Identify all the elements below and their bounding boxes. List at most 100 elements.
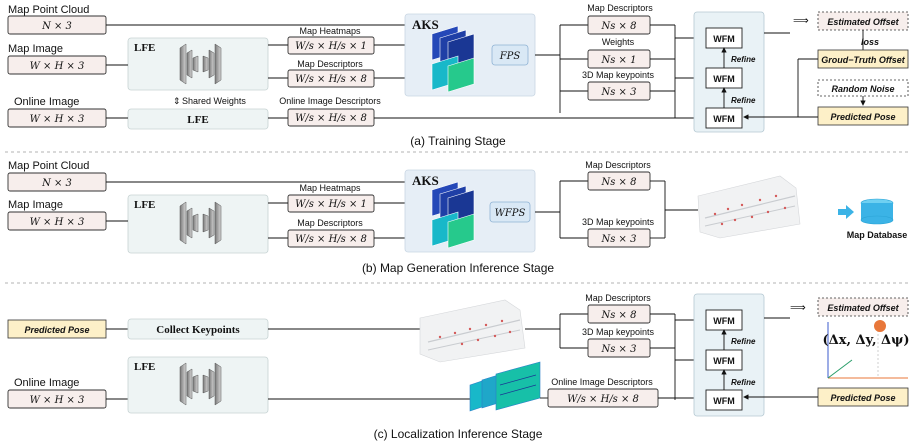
loc-map-descriptors-dim: Ns × 8 — [601, 310, 637, 321]
random-noise-box — [817, 79, 909, 97]
wfm-label-3: WFM — [713, 114, 735, 124]
loc-online-descriptors-dim: W/s × H/s × 8 — [567, 394, 639, 405]
weights-dim: Ns × 1 — [601, 55, 637, 66]
mapgen-encoder-decoder-icon — [179, 201, 222, 245]
wfm-label-1: WFM — [713, 34, 735, 44]
online-image-descriptors-box — [287, 108, 375, 127]
map-database-icon — [860, 198, 894, 225]
map-heatmaps-dim: W/s × H/s × 1 — [295, 41, 367, 52]
mapgen-heatmaps-dim: W/s × H/s × 1 — [295, 199, 367, 210]
wfps-block — [489, 201, 531, 223]
random-noise-label: Random Noise — [831, 84, 894, 94]
shared-weights-label: Shared Weights — [182, 96, 246, 106]
map-descriptors-mid-box — [287, 69, 375, 88]
mapgen-caption: (b) Map Generation Inference Stage — [362, 261, 554, 275]
map-descriptors-dim: Ns × 8 — [601, 21, 637, 32]
map-image-dim: W × H × 3 — [30, 61, 85, 72]
map-descriptors-label: Map Descriptors — [587, 3, 653, 13]
collect-keypoints-label: Collect Keypoints — [156, 324, 240, 336]
online-image-label: Online Image — [14, 96, 79, 108]
map-point-cloud-dim: N × 3 — [41, 21, 72, 32]
loc-map-keypoints-label: 3D Map keypoints — [582, 327, 655, 337]
map-generation-stage: Map Point Cloud N × 3 Map Image W × H × … — [7, 160, 908, 275]
loss-label: loss — [861, 37, 879, 47]
refine-label-2: Refine — [731, 96, 756, 105]
online-image-descriptors-dim: W/s × H/s × 8 — [295, 113, 367, 124]
lfe-label: LFE — [134, 42, 155, 54]
encoder-decoder-icon — [179, 43, 222, 85]
loc-online-image-dim: W × H × 3 — [30, 395, 85, 406]
wfm-label-2: WFM — [713, 74, 735, 84]
fps-label: FPS — [499, 51, 521, 62]
ground-truth-offset-label: Groud−Truth Offset — [821, 55, 905, 65]
mapgen-descriptors-mid-label: Map Descriptors — [297, 218, 363, 228]
mapgen-descriptors-label: Map Descriptors — [585, 160, 651, 170]
map-descriptors-mid-dim: W/s × H/s × 8 — [295, 74, 367, 85]
loc-wfm-label-3: WFM — [713, 396, 735, 406]
online-image-dim: W × H × 3 — [30, 114, 85, 125]
loc-implies-arrow-icon: ⟹ — [790, 302, 806, 314]
descriptor-map-stack-icon — [469, 361, 541, 412]
mapgen-heatmap-stack-icon — [431, 181, 475, 249]
mapgen-descriptors-mid-dim: W/s × H/s × 8 — [295, 234, 367, 245]
aks-label: AKS — [412, 17, 439, 32]
mapgen-map-image-label: Map Image — [8, 199, 63, 211]
map-keypoints-dim: Ns × 3 — [601, 87, 637, 98]
estimated-offset-label: Estimated Offset — [827, 17, 899, 27]
localization-caption: (c) Localization Inference Stage — [374, 427, 543, 441]
map-point-cloud-label: Map Point Cloud — [8, 4, 89, 16]
loc-predicted-pose-out-label: Predicted Pose — [830, 393, 895, 403]
loc-map-keypoints-dim: Ns × 3 — [601, 344, 637, 355]
loc-keypoint-cloud-image — [419, 299, 526, 363]
mapgen-aks-label: AKS — [412, 173, 439, 188]
loc-refine-label-2: Refine — [731, 378, 756, 387]
lfe-block-online — [127, 108, 269, 130]
mapgen-heatmaps-box — [287, 194, 375, 213]
map-heatmaps-box — [287, 36, 375, 55]
loc-wfm-label-2: WFM — [713, 356, 735, 366]
loc-estimated-offset-label: Estimated Offset — [827, 303, 899, 313]
loc-wfm-label-1: WFM — [713, 316, 735, 326]
map-database-label: Map Database — [847, 230, 908, 240]
offset-marker-icon — [874, 320, 886, 332]
mapgen-descriptors-dim: Ns × 8 — [601, 177, 637, 188]
mapgen-point-cloud-dim: N × 3 — [41, 178, 72, 189]
loc-predicted-pose-label: Predicted Pose — [24, 325, 89, 335]
predicted-pose-box — [817, 106, 909, 126]
heatmap-stack-icon — [431, 25, 475, 93]
loc-refine-label-1: Refine — [731, 337, 756, 346]
delta-label: (Δx, Δy, Δψ) — [823, 333, 910, 348]
mapgen-heatmaps-label: Map Heatmaps — [299, 183, 361, 193]
predicted-pose-label: Predicted Pose — [830, 112, 895, 122]
online-image-descriptors-label: Online Image Descriptors — [279, 96, 381, 106]
loc-estimated-offset-box — [817, 297, 909, 317]
shared-weights-icon: ⇕ — [173, 96, 181, 106]
map-keypoints-label: 3D Map keypoints — [582, 70, 655, 80]
loc-online-image-label: Online Image — [14, 377, 79, 389]
training-stage: Map Point Cloud N × 3 Map Image W × H × … — [7, 3, 909, 148]
database-arrow-icon — [838, 205, 854, 219]
mapgen-descriptors-mid-box — [287, 229, 375, 248]
training-caption: (a) Training Stage — [410, 134, 506, 148]
loc-online-descriptors-label: Online Image Descriptors — [551, 377, 653, 387]
weights-label: Weights — [602, 37, 635, 47]
mapgen-lfe-label: LFE — [134, 199, 155, 211]
refine-label-1: Refine — [731, 55, 756, 64]
mapgen-keypoints-dim: Ns × 3 — [601, 234, 637, 245]
map-image-label: Map Image — [8, 43, 63, 55]
loc-map-descriptors-label: Map Descriptors — [585, 293, 651, 303]
offset-axes-icon — [827, 322, 908, 379]
map-descriptors-mid-label: Map Descriptors — [297, 59, 363, 69]
wfps-label: WFPS — [495, 208, 526, 219]
loc-encoder-decoder-icon — [179, 362, 222, 406]
mapgen-map-image-dim: W × H × 3 — [30, 217, 85, 228]
mapgen-keypoints-label: 3D Map keypoints — [582, 217, 655, 227]
implies-arrow-icon: ⟹ — [793, 15, 809, 27]
fps-block — [491, 44, 529, 66]
map-heatmaps-label: Map Heatmaps — [299, 26, 361, 36]
mapgen-point-cloud-label: Map Point Cloud — [8, 160, 89, 172]
lfe-label-online: LFE — [187, 114, 208, 126]
localization-stage: Predicted Pose Collect Keypoints Map Des… — [7, 293, 910, 441]
keypoint-cloud-image — [697, 175, 801, 239]
